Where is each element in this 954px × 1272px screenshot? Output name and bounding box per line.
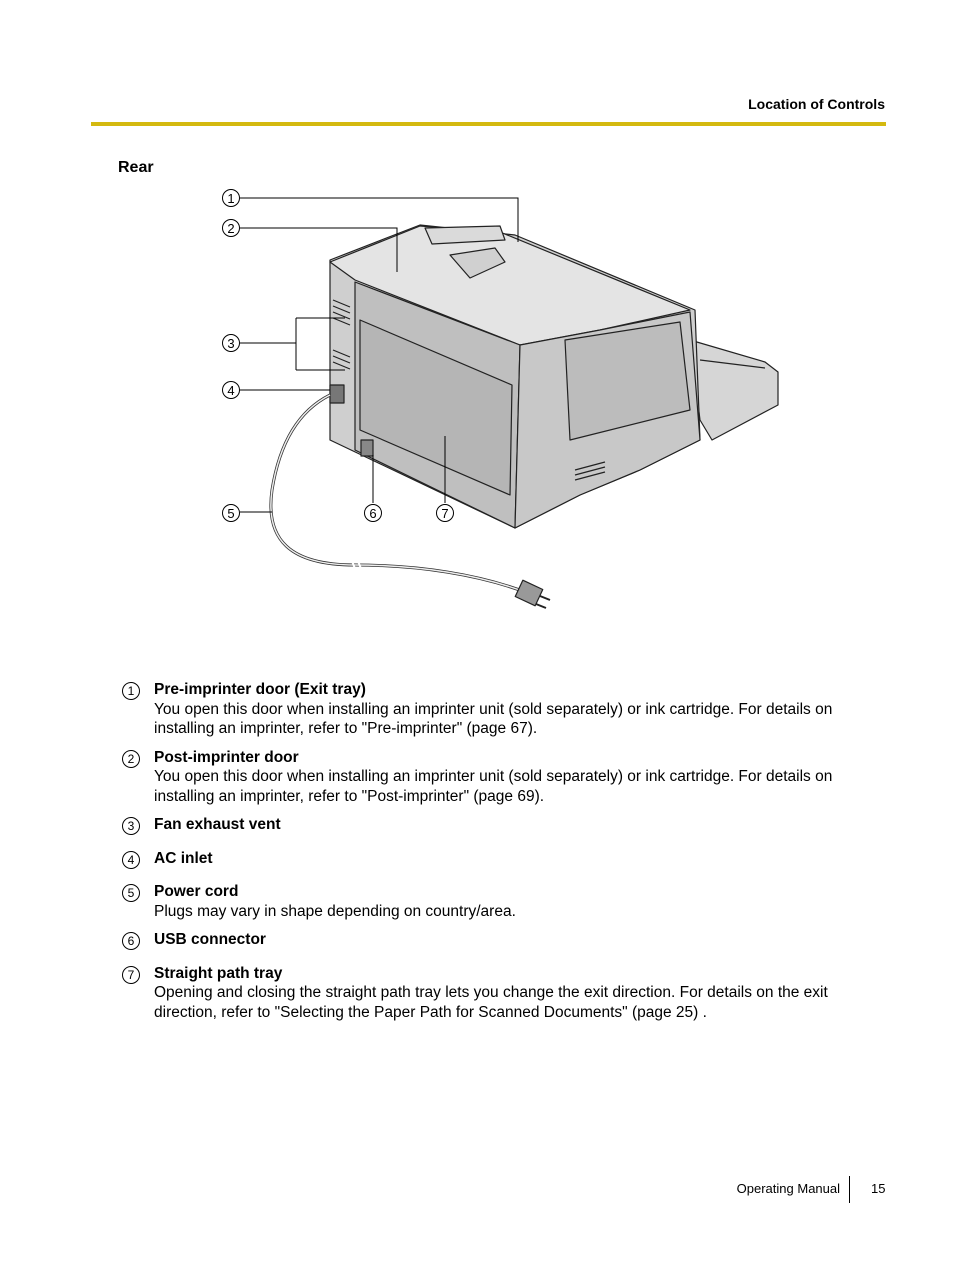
item-title: USB connector (154, 931, 266, 948)
callout-5: 5 (227, 506, 234, 521)
scanner-rear-illustration: 1 2 3 4 5 6 7 (222, 189, 779, 609)
callout-6: 6 (369, 506, 376, 521)
header-rule (91, 122, 886, 126)
item-title: Fan exhaust vent (154, 816, 281, 833)
footer-label: Operating Manual (736, 1181, 840, 1196)
callout-1: 1 (227, 191, 234, 206)
item-title: AC inlet (154, 849, 213, 867)
item-description: You open this door when installing an im… (154, 768, 833, 805)
page-number: 15 (871, 1181, 886, 1196)
item-description: You open this door when installing an im… (154, 700, 833, 738)
callout-7: 7 (441, 506, 448, 521)
callout-4: 4 (227, 383, 234, 398)
item-number: 6 (122, 932, 140, 950)
list-item: 7 Straight path tray Opening and closing… (122, 964, 862, 1023)
item-description: Plugs may vary in shape depending on cou… (154, 902, 516, 920)
parts-list: 1 Pre-imprinter door (Exit tray) You ope… (122, 680, 862, 1022)
item-number: 7 (122, 965, 140, 984)
item-number: 3 (122, 817, 140, 835)
item-number: 1 (122, 682, 140, 700)
list-item: 4 AC inlet (122, 849, 862, 869)
item-title: Straight path tray (154, 964, 283, 982)
callout-3: 3 (227, 336, 234, 351)
footer-separator (849, 1176, 850, 1203)
section-heading: Rear (118, 159, 154, 176)
list-item: 3 Fan exhaust vent (122, 815, 862, 835)
item-title: Pre-imprinter door (Exit tray) (154, 681, 366, 698)
list-item: 5 Power cord Plugs may vary in shape dep… (122, 882, 862, 921)
list-item: 6 USB connector (122, 930, 862, 950)
page-header-title: Location of Controls (748, 96, 885, 112)
list-item: 2 Post-imprinter door You open this door… (122, 748, 862, 807)
item-title: Post-imprinter door (154, 748, 299, 766)
item-number: 5 (122, 884, 140, 902)
item-description: Opening and closing the straight path tr… (154, 984, 828, 1021)
list-item: 1 Pre-imprinter door (Exit tray) You ope… (122, 680, 862, 739)
item-title: Power cord (154, 883, 239, 900)
item-number: 2 (122, 749, 140, 768)
callout-2: 2 (227, 221, 234, 236)
item-number: 4 (122, 850, 140, 869)
